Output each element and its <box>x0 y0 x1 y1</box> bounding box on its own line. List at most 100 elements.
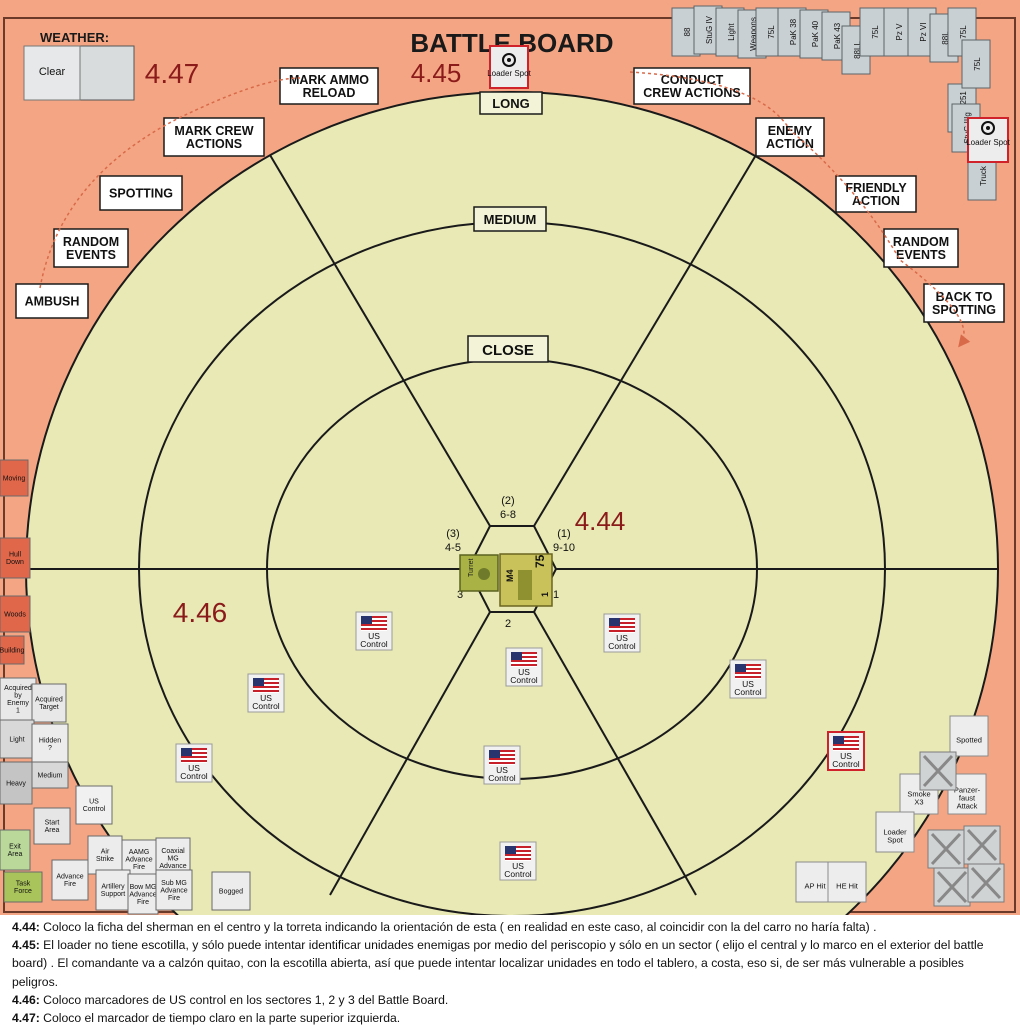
sector-labels: (2) 6-8 (3) 4-5 (1) 9-10 2 3 1 <box>445 495 575 630</box>
loader-spot-marker-right[interactable]: Loader Spot <box>966 117 1011 163</box>
misc-counter[interactable] <box>967 863 1005 903</box>
weather-box <box>23 45 135 101</box>
turret-counter[interactable]: Turret <box>459 554 499 592</box>
weather-label: WEATHER: <box>40 30 109 45</box>
svg-text:2: 2 <box>505 618 511 630</box>
weather-counter-clear[interactable]: Clear <box>39 66 66 78</box>
svg-text:Spotted: Spotted <box>956 736 982 745</box>
misc-counter[interactable] <box>927 829 965 869</box>
left-counter[interactable]: Building <box>0 635 25 665</box>
svg-text:1: 1 <box>540 592 550 597</box>
enemy-counter[interactable]: Pz V <box>883 7 913 57</box>
spotted-counter[interactable]: Spotted <box>949 715 989 757</box>
svg-text:Medium: Medium <box>38 772 63 779</box>
left-counter[interactable]: Woods <box>0 595 31 633</box>
svg-text:88LL: 88LL <box>853 41 862 59</box>
left-counter[interactable]: Heavy <box>0 761 33 805</box>
left-counter[interactable]: Medium <box>31 761 69 789</box>
svg-text:Hidden?: Hidden? <box>39 738 61 753</box>
phase-box-3: SPOTTING <box>99 175 183 211</box>
caption-4-45: 4.45: El loader no tiene escotilla, y só… <box>12 938 984 989</box>
svg-text:Weapons: Weapons <box>749 17 758 51</box>
svg-text:1: 1 <box>553 589 559 601</box>
svg-text:M4: M4 <box>505 569 515 582</box>
left-counter[interactable]: Moving <box>0 459 29 497</box>
misc-counter[interactable] <box>919 751 957 791</box>
svg-text:75: 75 <box>533 554 547 568</box>
battle-board: BATTLE BOARD WEATHER: Clear LONG MEDIUM … <box>0 0 1020 915</box>
svg-text:Building: Building <box>0 647 25 654</box>
left-counter[interactable]: Bogged <box>211 871 251 911</box>
phase-arrow-track <box>39 71 964 345</box>
misc-counter[interactable] <box>963 825 1001 865</box>
loader-spot-marker-top[interactable] <box>489 45 529 89</box>
sherman-m4-counter[interactable]: M4 75 1 <box>499 553 553 607</box>
svg-text:Woods: Woods <box>4 611 26 618</box>
misc-counter[interactable] <box>933 867 971 907</box>
caption-4-47: 4.47: Coloco el marcador de tiempo claro… <box>12 1011 401 1026</box>
left-counter[interactable]: Light <box>0 719 35 759</box>
he-hit-counter[interactable]: HE Hit <box>827 861 867 903</box>
svg-text:StuG IV: StuG IV <box>705 15 714 44</box>
svg-text:MEDIUM: MEDIUM <box>484 212 537 227</box>
svg-text:3: 3 <box>457 589 463 601</box>
svg-text:LONG: LONG <box>492 96 530 111</box>
svg-text:AP Hit: AP Hit <box>804 882 826 891</box>
svg-text:Pz VI: Pz VI <box>919 22 928 41</box>
svg-text:(2): (2) <box>501 495 514 507</box>
range-label-close: CLOSE <box>467 335 549 363</box>
svg-text:Light: Light <box>9 736 24 743</box>
left-counter[interactable]: Hidden? <box>31 723 69 765</box>
enemy-counter[interactable]: 75L <box>961 39 991 89</box>
annotation-4-46: 4.46 <box>173 597 228 628</box>
svg-text:9-10: 9-10 <box>553 542 575 554</box>
loader-spot-top-label: Loader Spot <box>487 69 531 78</box>
svg-text:88L: 88L <box>941 31 950 45</box>
enemy-counter[interactable]: 75L <box>859 7 889 57</box>
